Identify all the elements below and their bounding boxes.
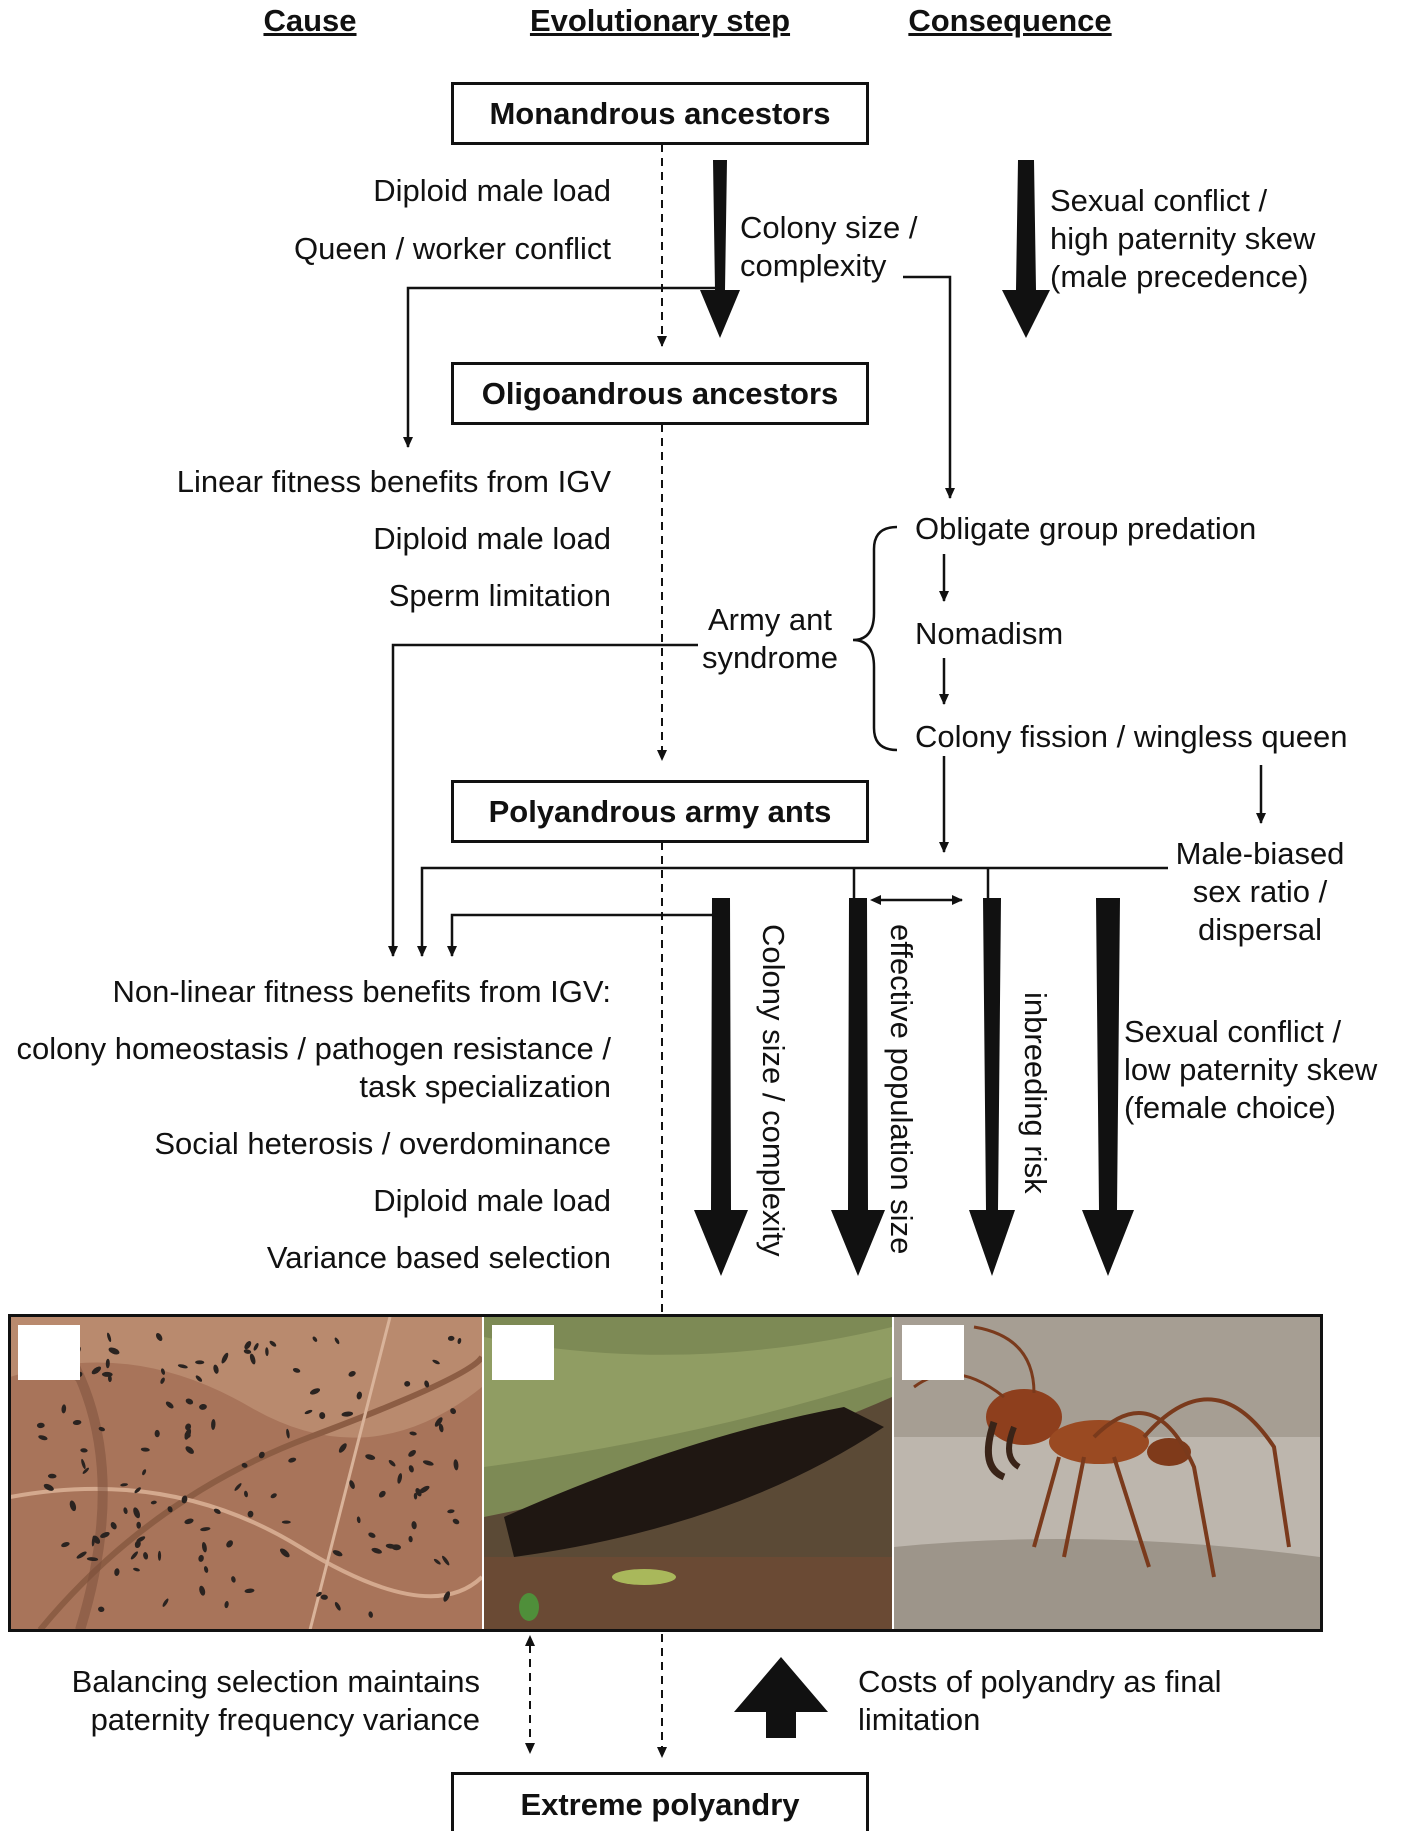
costs-polyandry-line2: limitation xyxy=(858,1701,980,1739)
big-arrow-stage1-right xyxy=(1002,160,1050,338)
cause-colony-homeostasis: colony homeostasis / pathogen resistance… xyxy=(0,1030,611,1068)
arrow-label-colony-size: Colony size / complexity xyxy=(754,924,792,1257)
connector-colony-size xyxy=(903,277,950,498)
photo-army-ant-swarm xyxy=(10,1317,482,1630)
syndrome-brace xyxy=(853,527,897,750)
panel-label-b xyxy=(492,1325,554,1380)
big-arrow-costs xyxy=(734,1657,828,1738)
colony-size-label-2: complexity xyxy=(740,247,886,285)
big-arrow-colony-size xyxy=(694,898,748,1276)
army-ant-syndrome-line2: syndrome xyxy=(690,639,850,677)
panel-label-a xyxy=(18,1325,80,1380)
cause-linear-fitness: Linear fitness benefits from IGV xyxy=(100,463,611,501)
sexual-conflict-2-line1: Sexual conflict / xyxy=(1124,1013,1341,1051)
syndrome-nomadism: Nomadism xyxy=(915,615,1063,653)
arrow-label-effective-population: effective population size xyxy=(882,924,920,1254)
cause-queen-worker-conflict: Queen / worker conflict xyxy=(200,230,611,268)
cause-social-heterosis: Social heterosis / overdominance xyxy=(0,1125,611,1163)
syndrome-obligate-predation: Obligate group predation xyxy=(915,510,1256,548)
cause-variance-selection: Variance based selection xyxy=(0,1239,611,1277)
connector-male-biased xyxy=(422,868,1168,956)
cause-task-specialization: task specialization xyxy=(0,1068,611,1106)
big-arrow-effective-pop xyxy=(831,898,885,1276)
ant-speck xyxy=(158,1551,161,1561)
box-monandrous-ancestors: Monandrous ancestors xyxy=(451,82,869,145)
photo-army-ant-soldier xyxy=(894,1317,1320,1630)
male-biased-line3: dispersal xyxy=(1150,911,1370,949)
sexual-conflict-1-line1: Sexual conflict / xyxy=(1050,182,1267,220)
arrow-label-inbreeding-risk: inbreeding risk xyxy=(1016,992,1054,1194)
big-arrow-stage1-center xyxy=(700,160,740,338)
photo-army-ant-bivouac xyxy=(484,1317,892,1630)
box-polyandrous-army-ants: Polyandrous army ants xyxy=(451,780,869,843)
colony-size-label-1: Colony size / xyxy=(740,209,917,247)
ant-speck xyxy=(282,1521,291,1524)
syndrome-colony-fission: Colony fission / wingless queen xyxy=(915,718,1348,756)
header-evolutionary-step: Evolutionary step xyxy=(510,2,810,40)
male-biased-line2: sex ratio / xyxy=(1150,873,1370,911)
connector-colony-stage3 xyxy=(452,915,718,956)
sexual-conflict-1-line3: (male precedence) xyxy=(1050,258,1308,296)
big-arrow-inbreeding xyxy=(969,898,1015,1276)
header-consequence: Consequence xyxy=(880,2,1140,40)
balancing-selection-line2: paternity frequency variance xyxy=(40,1701,480,1739)
cause-diploid-male-load-3: Diploid male load xyxy=(0,1182,611,1220)
box-oligoandrous-ancestors: Oligoandrous ancestors xyxy=(451,362,869,425)
panel-label-c xyxy=(902,1325,964,1380)
cause-diploid-male-load-2: Diploid male load xyxy=(100,520,611,558)
cause-diploid-male-load-1: Diploid male load xyxy=(200,172,611,210)
sexual-conflict-2-line3: (female choice) xyxy=(1124,1089,1336,1127)
sexual-conflict-1-line2: high paternity skew xyxy=(1050,220,1315,258)
cause-nonlinear-fitness: Non-linear fitness benefits from IGV: xyxy=(0,973,611,1011)
box-extreme-polyandry: Extreme polyandry xyxy=(451,1772,869,1831)
male-biased-line1: Male-biased xyxy=(1150,835,1370,873)
balancing-selection-line1: Balancing selection maintains xyxy=(40,1663,480,1701)
sexual-conflict-2-line2: low paternity skew xyxy=(1124,1051,1377,1089)
costs-polyandry-line1: Costs of polyandry as final xyxy=(858,1663,1222,1701)
army-ant-syndrome-line1: Army ant xyxy=(690,601,850,639)
cause-sperm-limitation: Sperm limitation xyxy=(100,577,611,615)
header-cause: Cause xyxy=(230,2,390,40)
